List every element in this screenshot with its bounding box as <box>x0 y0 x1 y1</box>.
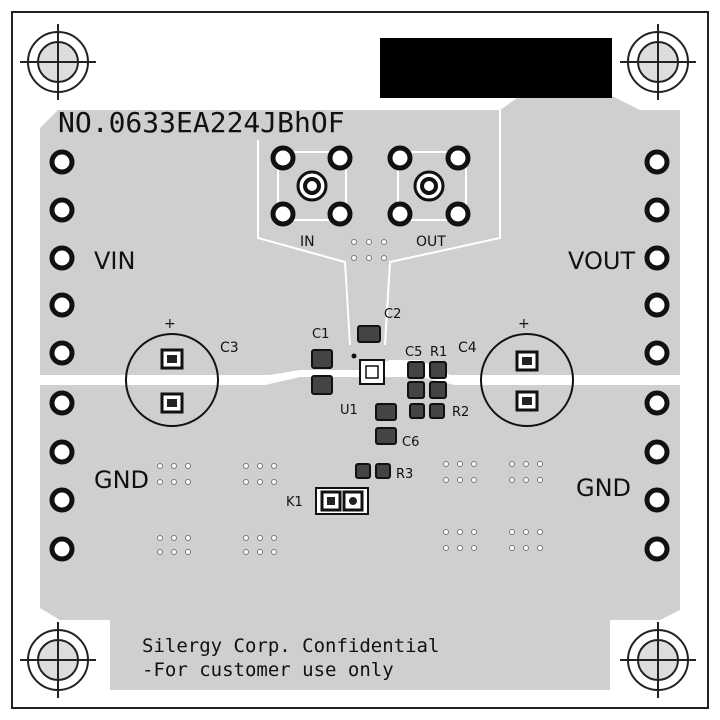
u1-ic <box>351 353 385 385</box>
confidential-line-1: Silergy Corp. Confidential <box>142 635 439 657</box>
right-pin-8 <box>644 487 670 513</box>
right-pin-6 <box>644 390 670 416</box>
r2-pad-1 <box>409 403 425 419</box>
c5-label: C5 <box>405 345 422 360</box>
left-pin-9 <box>49 536 75 562</box>
r3-pad-1 <box>355 463 371 479</box>
r1-label: R1 <box>430 345 447 360</box>
c4-label: C4 <box>458 340 477 356</box>
copper-pour-top <box>40 96 680 375</box>
left-header <box>49 149 75 562</box>
out-label: OUT <box>416 234 446 250</box>
left-pin-1 <box>49 149 75 175</box>
part-number: NO.0633EA224JBhOF <box>58 106 345 139</box>
mounting-hole-tl <box>20 24 96 100</box>
right-pin-1 <box>644 149 670 175</box>
left-pin-2 <box>49 197 75 223</box>
r3-label: R3 <box>396 467 413 482</box>
label-block <box>380 38 612 98</box>
u1-label: U1 <box>340 403 358 418</box>
c2-label: C2 <box>384 307 401 322</box>
left-pin-6 <box>49 390 75 416</box>
right-pin-7 <box>644 439 670 465</box>
copper-pour-bottom <box>40 377 680 690</box>
gnd-left-label: GND <box>94 466 149 494</box>
r2-label: R2 <box>452 405 469 420</box>
mounting-hole-bl <box>20 622 96 698</box>
mounting-hole-br <box>620 622 696 698</box>
left-pin-8 <box>49 487 75 513</box>
in-connector <box>270 145 353 227</box>
r3-pad-2 <box>375 463 391 479</box>
c6-pad-2 <box>375 427 397 445</box>
gnd-vias <box>157 461 543 555</box>
c1-pad-2 <box>311 375 333 395</box>
k1-jumper <box>315 487 369 515</box>
c2-pad <box>357 325 381 343</box>
right-pin-2 <box>644 197 670 223</box>
r1-pad-1 <box>429 361 447 379</box>
right-pin-9 <box>644 536 670 562</box>
right-pin-4 <box>644 292 670 318</box>
left-pin-3 <box>49 245 75 271</box>
r1-pad-2 <box>429 381 447 399</box>
c6-label: C6 <box>402 435 419 450</box>
c3-capacitor <box>125 333 219 427</box>
c3-plus: + <box>164 316 176 332</box>
left-pin-5 <box>49 340 75 366</box>
c4-plus: + <box>518 316 530 332</box>
k1-label: K1 <box>286 495 303 510</box>
out-connector <box>387 145 471 227</box>
left-pin-4 <box>49 292 75 318</box>
mounting-hole-tr <box>620 24 696 100</box>
rf-region-outline <box>257 110 501 346</box>
right-pin-3 <box>644 245 670 271</box>
left-pin-7 <box>49 439 75 465</box>
vout-label: VOUT <box>568 247 635 275</box>
via-group-top <box>351 239 387 261</box>
gnd-right-label: GND <box>576 474 631 502</box>
right-header <box>644 149 670 562</box>
smd-pads <box>311 325 447 479</box>
confidential-line-2: -For customer use only <box>142 659 394 681</box>
vin-label: VIN <box>94 247 135 275</box>
c3-label: C3 <box>220 340 239 356</box>
c1-label: C1 <box>312 327 329 342</box>
c5-pad-2 <box>407 381 425 399</box>
c1-pad-1 <box>311 349 333 369</box>
r2-pad-2 <box>429 403 445 419</box>
in-label: IN <box>300 234 315 250</box>
c4-capacitor <box>480 333 574 427</box>
c6-pad-1 <box>375 403 397 421</box>
c5-pad-1 <box>407 361 425 379</box>
right-pin-5 <box>644 340 670 366</box>
